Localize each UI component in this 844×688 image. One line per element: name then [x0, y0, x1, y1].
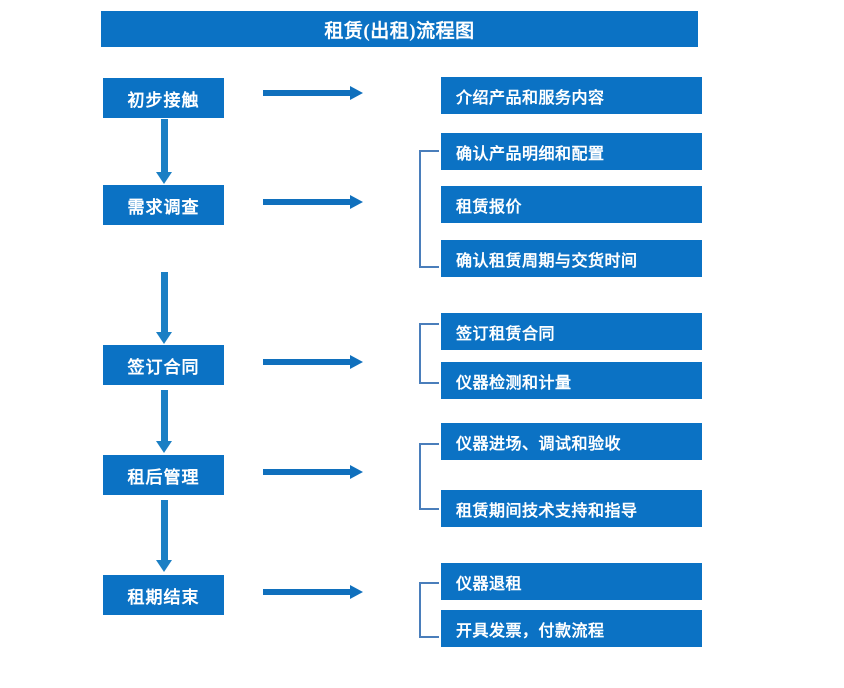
down-arrow-icon-4 [156, 500, 172, 572]
arrow-shaft [161, 119, 168, 172]
arrow-head [350, 195, 363, 209]
arrow-head [350, 465, 363, 479]
arrow-shaft [263, 469, 351, 475]
right-arrow-icon [263, 585, 363, 599]
arrow-head [350, 355, 363, 369]
group-bracket-icon-3 [419, 323, 439, 384]
arrow-shaft [161, 272, 168, 332]
detail-box-4-1[interactable]: 仪器进场、调试和验收 [441, 423, 702, 460]
stage-box-2[interactable]: 需求调查 [103, 185, 224, 225]
detail-box-2-1[interactable]: 确认产品明细和配置 [441, 133, 702, 170]
stage-box-1[interactable]: 初步接触 [103, 78, 224, 118]
right-arrow-icon [263, 355, 363, 369]
arrow-head [350, 585, 363, 599]
right-arrow-icon [263, 465, 363, 479]
arrow-head [156, 332, 172, 344]
detail-box-3-2[interactable]: 仪器检测和计量 [441, 362, 702, 399]
arrow-shaft [263, 90, 351, 96]
arrow-shaft [263, 589, 351, 595]
detail-box-3-1[interactable]: 签订租赁合同 [441, 313, 702, 350]
group-bracket-icon-4 [419, 443, 439, 510]
arrow-shaft [263, 359, 351, 365]
arrow-shaft [161, 500, 168, 560]
right-arrow-icon [263, 195, 363, 209]
detail-box-1-1[interactable]: 介绍产品和服务内容 [441, 77, 702, 114]
arrow-shaft [161, 390, 168, 441]
down-arrow-icon-3 [156, 390, 172, 453]
detail-box-2-3[interactable]: 确认租赁周期与交货时间 [441, 240, 702, 277]
stage-box-3[interactable]: 签订合同 [103, 345, 224, 385]
group-bracket-icon-5 [419, 582, 439, 638]
down-arrow-icon-1 [156, 119, 172, 184]
arrow-head [156, 441, 172, 453]
stage-box-5[interactable]: 租期结束 [103, 575, 224, 615]
stage-box-4[interactable]: 租后管理 [103, 455, 224, 495]
right-arrow-icon [263, 86, 363, 100]
down-arrow-icon-2 [156, 272, 172, 344]
detail-box-4-2[interactable]: 租赁期间技术支持和指导 [441, 490, 702, 527]
group-bracket-icon-2 [419, 150, 439, 268]
detail-box-2-2[interactable]: 租赁报价 [441, 186, 702, 223]
arrow-head [350, 86, 363, 100]
arrow-head [156, 560, 172, 572]
detail-box-5-1[interactable]: 仪器退租 [441, 563, 702, 600]
page-title: 租赁(出租)流程图 [101, 11, 698, 47]
detail-box-5-2[interactable]: 开具发票，付款流程 [441, 610, 702, 647]
arrow-shaft [263, 199, 351, 205]
arrow-head [156, 172, 172, 184]
